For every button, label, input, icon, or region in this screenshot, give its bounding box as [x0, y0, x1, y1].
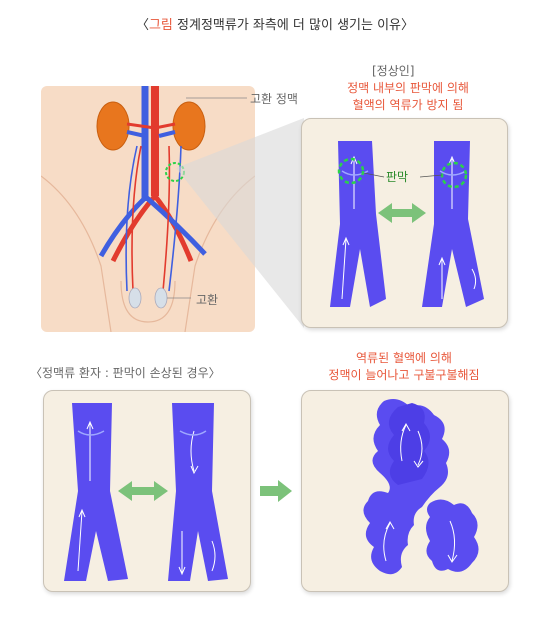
valve-leader-left [363, 172, 385, 178]
flow-arrow-head [447, 554, 458, 563]
flow-arrow-head [190, 465, 199, 475]
tortuous-vein-branch [426, 499, 479, 572]
normal-panel: 판막 [301, 118, 508, 328]
result-caption-line2: 정맥이 늘어나고 구불구불해짐 [328, 368, 480, 382]
iliac-vein-left [98, 196, 147, 258]
valve-leader-right [419, 174, 443, 178]
patient-veins-illustration [64, 403, 228, 581]
normal-caption-line2: 혈액의 역류가 방지 됨 [352, 98, 464, 112]
normal-caption: 정맥 내부의 판막에 의해 혈액의 역류가 방지 됨 [318, 80, 498, 114]
flow-arrow [211, 540, 216, 572]
testicular-artery-right [162, 145, 171, 292]
flow-arrow-head [78, 508, 86, 518]
figure-title: 〈그림 정계정맥류가 좌측에 더 많이 생기는 이유〉 [0, 14, 550, 33]
flow-arrow [400, 424, 407, 462]
flow-arrow-head [413, 460, 424, 468]
label-testicular-vein: 고환 정맥 [250, 92, 298, 106]
flow-arrow [383, 522, 391, 562]
title-bracket-open: 〈 [135, 18, 149, 33]
testicular-vein-right [168, 145, 182, 292]
valve-label: 판막 [386, 170, 409, 184]
kidney-right [172, 101, 206, 151]
testis-right [154, 287, 168, 309]
valve-mark [439, 170, 467, 176]
renal-vein-left [126, 130, 146, 138]
result-caption: 역류된 혈액에 의해 정맥이 늘어나고 구불구불해짐 [304, 350, 504, 384]
flow-arrow-head [385, 520, 395, 530]
flow-arrow-head [401, 422, 411, 432]
flow-arrow [471, 268, 477, 290]
body-outline-left [41, 175, 112, 332]
renal-artery-left [126, 122, 156, 130]
normal-double-arrow [378, 203, 426, 223]
result-veins-illustration [363, 399, 479, 575]
scrotum-outline [120, 280, 176, 323]
result-flow-arrows [383, 422, 458, 563]
zoom-wedge-shape [176, 118, 304, 328]
normal-vein-right [422, 141, 484, 307]
anatomy-panel [41, 86, 255, 332]
testicular-artery-left [131, 145, 142, 292]
skin-background [41, 86, 255, 332]
normal-caption-line1: 정맥 내부의 판막에 의해 [347, 81, 469, 95]
renal-vein-right [158, 130, 176, 138]
label-testis: 고환 [196, 293, 219, 307]
flow-arrow-head [178, 566, 186, 576]
result-panel [301, 390, 509, 592]
result-caption-line1: 역류된 혈액에 의해 [356, 351, 452, 365]
patient-vein-left [64, 403, 128, 581]
normal-heading: [정상인] [372, 64, 415, 78]
renal-artery-right [154, 122, 176, 130]
normal-flow-arrows [341, 155, 477, 300]
patient-double-arrow [118, 481, 168, 501]
normal-veins-illustration [330, 141, 484, 307]
flow-arrow-head [438, 256, 446, 266]
patient-panel [43, 390, 251, 592]
testicular-vein-left [125, 145, 138, 292]
flow-arrow-head [448, 155, 456, 165]
flow-arrow [417, 430, 423, 466]
flow-arrow [77, 510, 83, 572]
normal-valve-marks [341, 170, 467, 176]
title-bracket-close: 〉 [401, 18, 415, 33]
flow-arrow [449, 520, 456, 562]
patient-vein-right [168, 403, 228, 581]
flow-arrow [341, 238, 347, 300]
tortuous-vein-shade [388, 403, 430, 485]
valve-circle-left [337, 157, 365, 185]
valve-mark [341, 170, 369, 176]
title-text: 정계정맥류가 좌측에 더 많이 생기는 이유 [172, 18, 402, 33]
patient-heading: 〈정맥류 환자 : 판막이 손상된 경우〉 [30, 366, 221, 380]
testis-left [128, 287, 142, 309]
progression-arrow-shape [260, 480, 292, 502]
normal-vein-left [330, 141, 386, 307]
title-accent: 그림 [148, 18, 173, 33]
patient-valve-marks [77, 430, 207, 436]
kidney-left [96, 101, 130, 151]
progression-arrow [260, 480, 292, 502]
flow-arrow-head [350, 155, 358, 165]
zoom-wedge [176, 118, 304, 328]
anatomy-illustration [41, 86, 255, 332]
valve-mark [77, 430, 105, 436]
flow-arrow-head [86, 420, 94, 430]
flow-arrow-head [342, 236, 350, 246]
iliac-vein-right [145, 196, 207, 256]
valve-mark [179, 430, 207, 436]
